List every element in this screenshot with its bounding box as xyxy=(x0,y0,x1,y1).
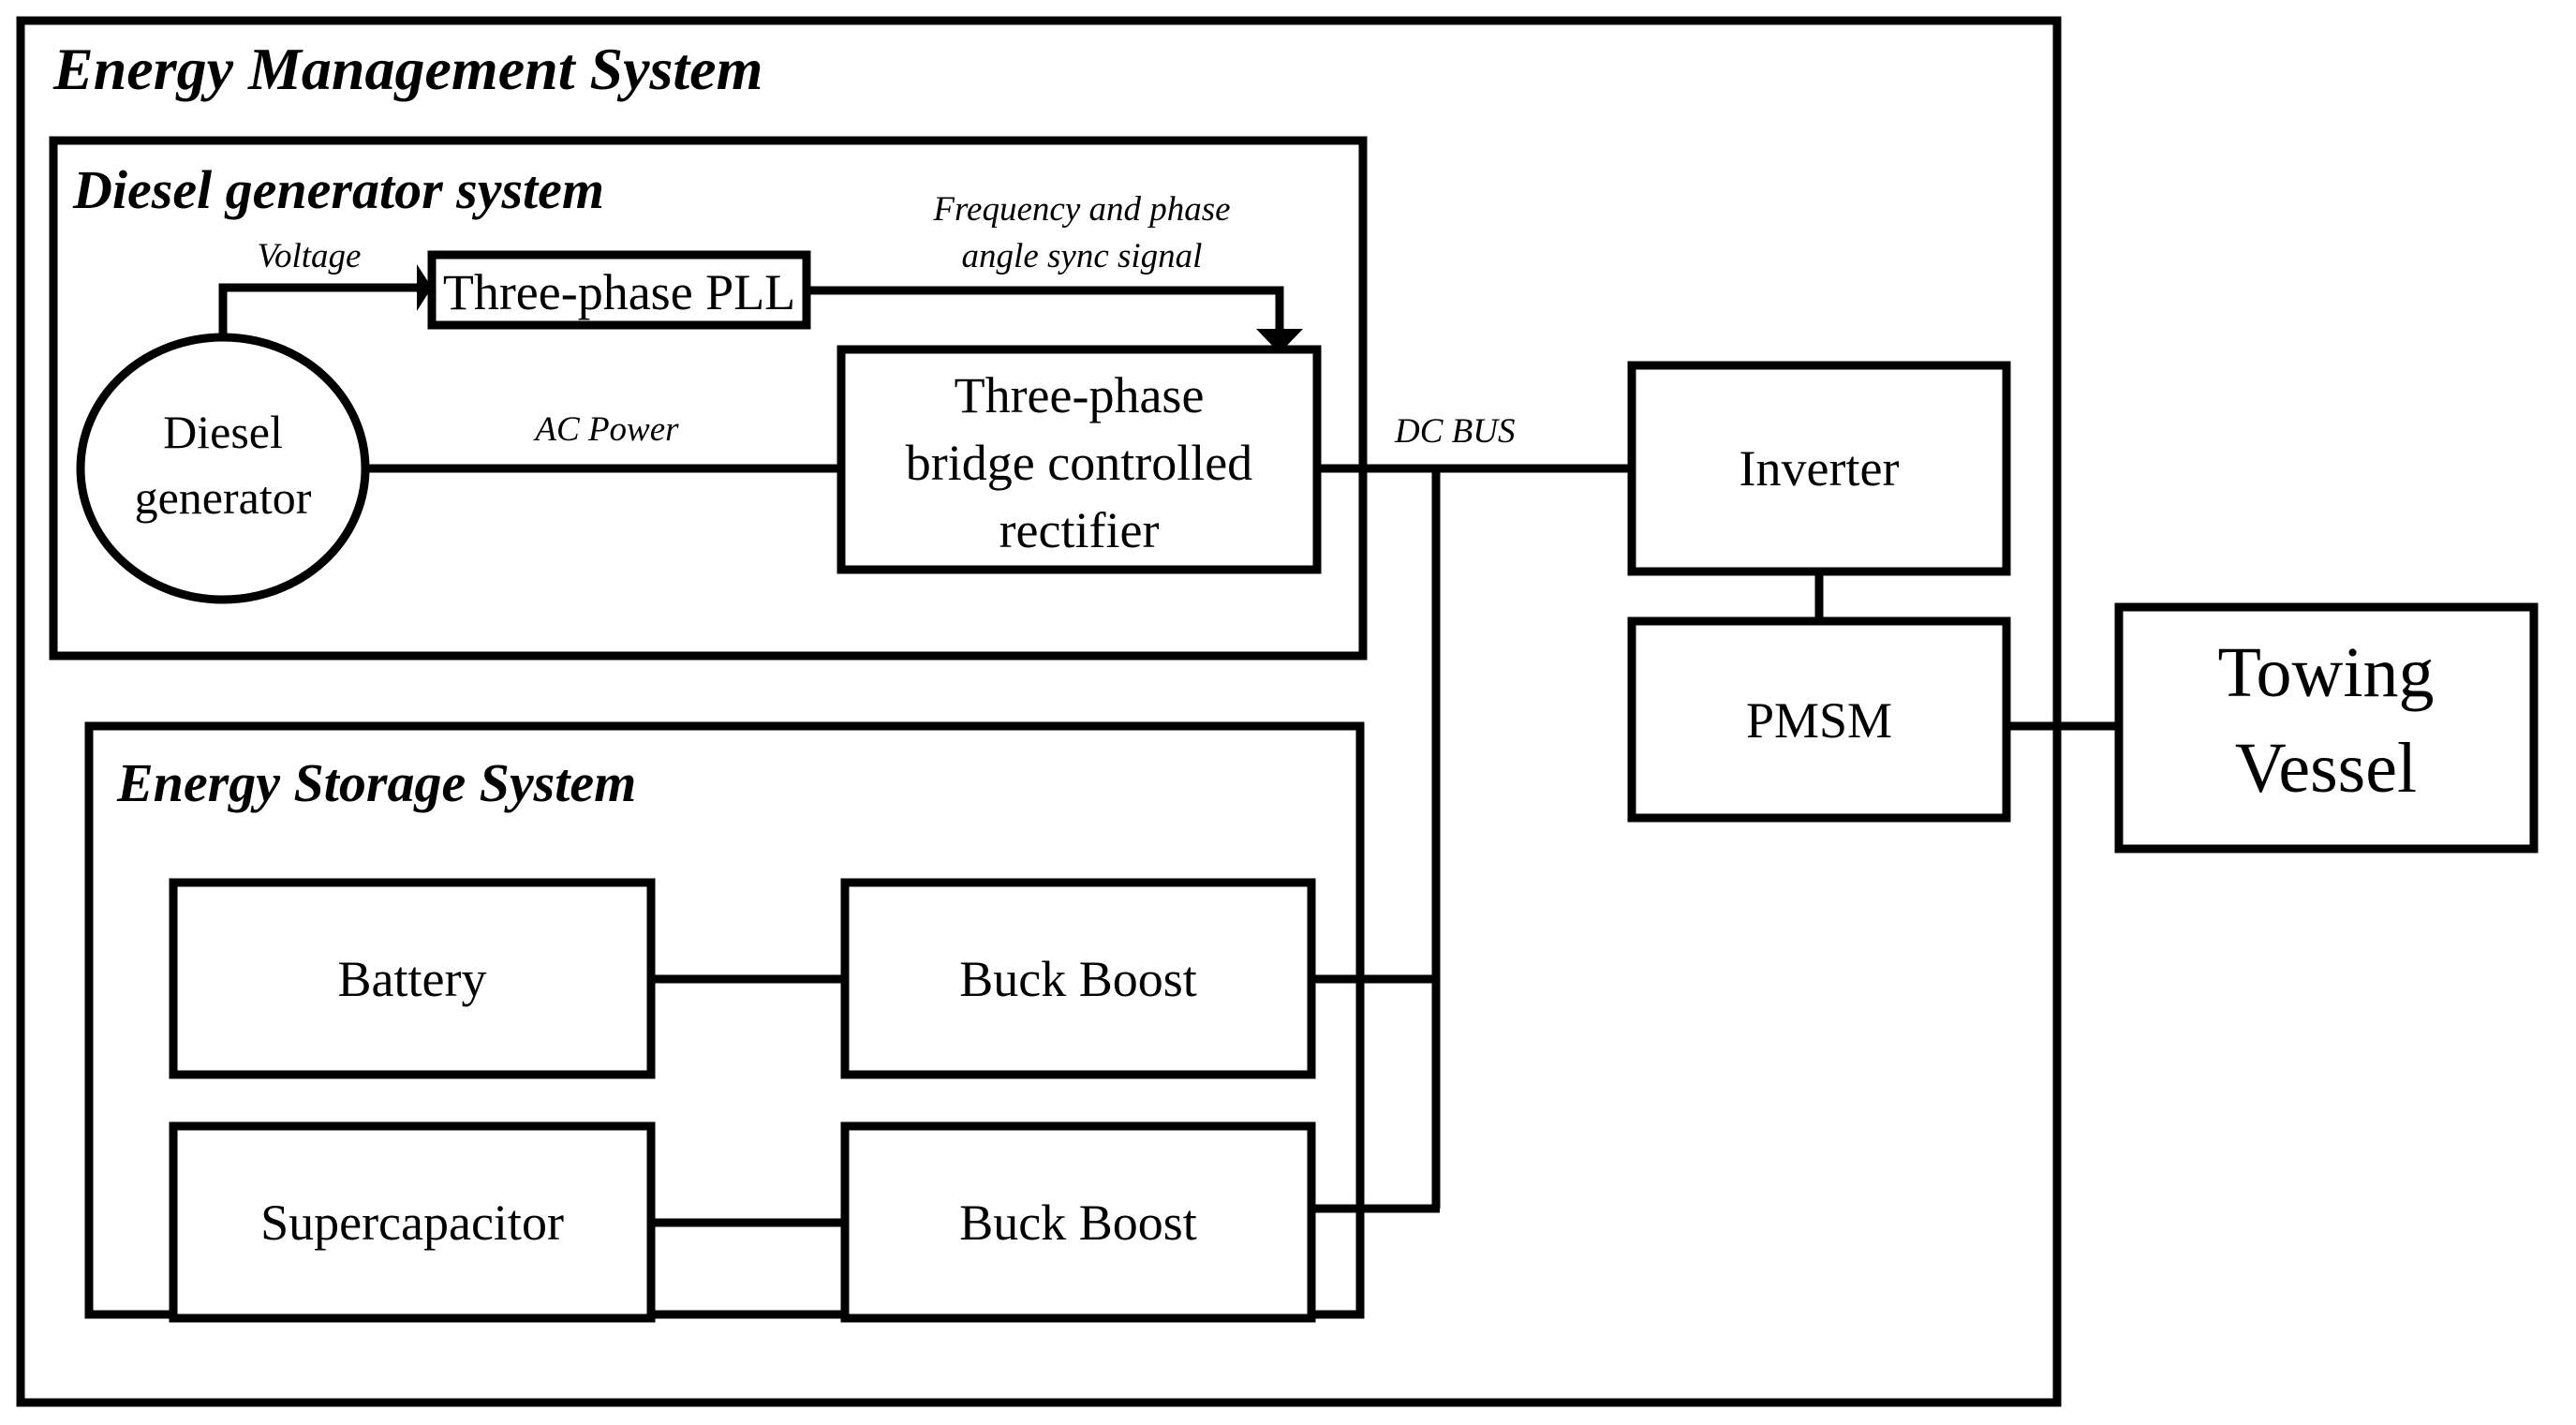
rectifier-node[interactable] xyxy=(836,345,1322,574)
sync-signal-label-line1: Frequency and phase xyxy=(932,190,1230,229)
voltage-connector xyxy=(218,283,417,337)
ems-outer-boundary xyxy=(16,16,2062,1407)
towing-vessel-label-line1: Towing xyxy=(2217,633,2434,712)
buck-boost-battery-node[interactable] xyxy=(840,878,1316,1079)
ac-power-edge-label: AC Power xyxy=(532,410,679,449)
battery-node[interactable] xyxy=(169,878,656,1079)
pmsm-label: PMSM xyxy=(1746,692,1892,749)
sync-signal-connector xyxy=(807,286,1284,329)
buck-boost-supercapacitor-node[interactable] xyxy=(840,1121,1316,1323)
rectifier-label-line1: Three-phase xyxy=(955,367,1205,423)
towing-vessel-label-line2: Vessel xyxy=(2235,729,2417,808)
supercapacitor-node[interactable] xyxy=(169,1121,656,1323)
three-phase-pll-label: Three-phase PLL xyxy=(443,264,795,320)
buck-boost-battery-label: Buck Boost xyxy=(959,951,1197,1007)
page-title: Energy Management System xyxy=(52,36,762,102)
energy-storage-system-group xyxy=(84,721,1365,1319)
voltage-edge-label: Voltage xyxy=(258,237,362,275)
rectifier-label-line3: rectifier xyxy=(999,502,1160,558)
energy-storage-system-title: Energy Storage System xyxy=(116,752,636,813)
diesel-generator-node[interactable] xyxy=(76,333,370,604)
diesel-generator-label-line2: generator xyxy=(135,471,312,524)
supercapacitor-label: Supercapacitor xyxy=(260,1195,564,1251)
buck-boost-supercapacitor-label: Buck Boost xyxy=(959,1195,1197,1251)
inverter-node[interactable] xyxy=(1627,361,2011,576)
battery-label: Battery xyxy=(338,951,487,1007)
towing-vessel-node[interactable] xyxy=(2114,602,2539,854)
diesel-generator-system-title: Diesel generator system xyxy=(72,159,604,220)
voltage-arrow-icon xyxy=(417,264,432,311)
rectifier-label-line2: bridge controlled xyxy=(906,435,1252,491)
dc-bus-edge-label: DC BUS xyxy=(1394,412,1515,451)
diesel-generator-label-line1: Diesel xyxy=(163,406,283,458)
sync-signal-arrow-icon xyxy=(1256,329,1303,353)
sync-signal-label-line2: angle sync signal xyxy=(962,237,1203,275)
inverter-label: Inverter xyxy=(1740,440,1900,497)
diesel-generator-system-group xyxy=(49,136,1368,661)
pmsm-node[interactable] xyxy=(1627,616,2011,823)
